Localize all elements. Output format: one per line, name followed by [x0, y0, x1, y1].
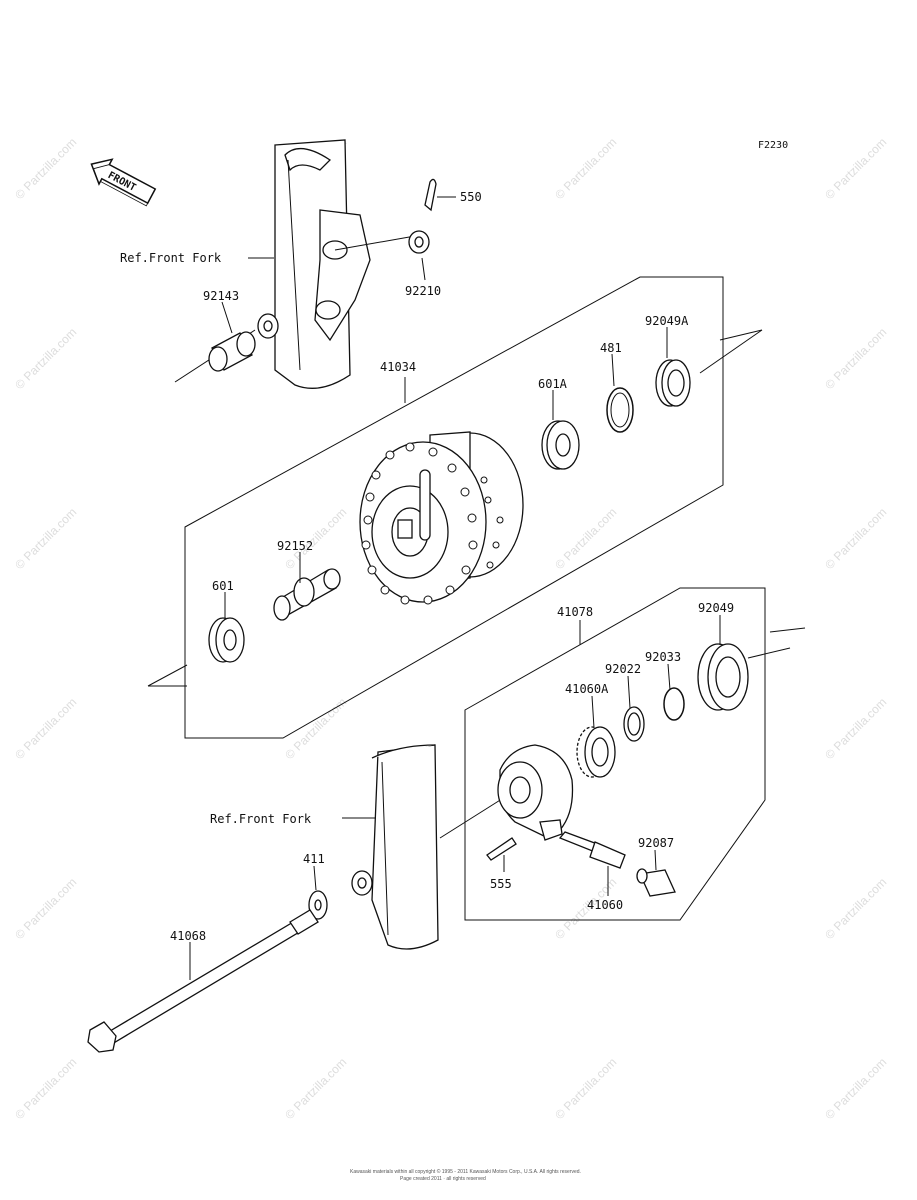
bushing-92087 — [636, 868, 676, 897]
collar-92152 — [273, 568, 341, 621]
watermark: © Partzilla.com — [822, 505, 889, 572]
watermark: © Partzilla.com — [822, 1055, 889, 1122]
watermark: © Partzilla.com — [822, 695, 889, 762]
watermark: © Partzilla.com — [12, 505, 79, 572]
callout-ref-front-fork-top: Ref.Front Fork — [120, 251, 222, 265]
axle-41068 — [87, 909, 319, 1053]
callout-41060A: 41060A — [565, 682, 609, 696]
callout-92022: 92022 — [605, 662, 641, 676]
callout-555: 555 — [490, 877, 512, 891]
callout-ref-front-fork-bottom: Ref.Front Fork — [210, 812, 312, 826]
copyright-line-2: Page created 2011 · all rights reserved — [400, 1176, 486, 1182]
circlip-92033 — [663, 687, 685, 721]
meter-group-outline — [464, 587, 766, 921]
front-fork-lower — [351, 744, 439, 950]
copyright-line: Kawasaki materials within all copyright … — [350, 1168, 581, 1175]
callout-601A: 601A — [538, 377, 568, 391]
callout-41078: 41078 — [557, 605, 593, 619]
hub-group-outline — [184, 276, 724, 739]
washer-411 — [308, 890, 328, 920]
watermark: © Partzilla.com — [552, 505, 619, 572]
callout-481: 481 — [600, 341, 622, 355]
bearing-601A — [541, 420, 580, 470]
cotter-pin-550 — [424, 178, 437, 212]
watermark: © Partzilla.com — [12, 695, 79, 762]
callout-92087: 92087 — [638, 836, 674, 850]
pin-555 — [486, 837, 517, 861]
watermark: © Partzilla.com — [552, 135, 619, 202]
callout-92049: 92049 — [698, 601, 734, 615]
wheel-hub-41034 — [359, 431, 524, 605]
callout-41034: 41034 — [380, 360, 416, 374]
diagram-code: F2230 — [758, 140, 788, 151]
washer-92022 — [623, 706, 645, 742]
nut-92210 — [408, 230, 430, 254]
watermark: © Partzilla.com — [12, 135, 79, 202]
watermark: © Partzilla.com — [552, 1055, 619, 1122]
pinion-41060 — [558, 831, 626, 869]
callout-92143: 92143 — [203, 289, 239, 303]
watermark: © Partzilla.com — [12, 325, 79, 392]
callout-92210: 92210 — [405, 284, 441, 298]
callout-41060: 41060 — [587, 898, 623, 912]
circlip-481 — [606, 387, 634, 433]
watermark-layer: © Partzilla.com © Partzilla.com © Partzi… — [12, 135, 889, 1122]
callout-92033: 92033 — [645, 650, 681, 664]
front-fork-upper — [257, 139, 371, 389]
callout-92152: 92152 — [277, 539, 313, 553]
watermark: © Partzilla.com — [12, 1055, 79, 1122]
callout-41068: 41068 — [170, 929, 206, 943]
watermark: © Partzilla.com — [822, 875, 889, 942]
watermark: © Partzilla.com — [822, 135, 889, 202]
seal-92049 — [697, 643, 749, 711]
bearing-601 — [208, 617, 245, 663]
collar-92143 — [208, 331, 256, 372]
callout-411: 411 — [303, 852, 325, 866]
front-arrow-icon: FRONT — [90, 158, 157, 207]
watermark: © Partzilla.com — [822, 325, 889, 392]
watermark: © Partzilla.com — [282, 1055, 349, 1122]
callout-550: 550 — [460, 190, 482, 204]
gear-41060A — [576, 726, 616, 778]
callout-601: 601 — [212, 579, 234, 593]
watermark: © Partzilla.com — [12, 875, 79, 942]
callout-92049A: 92049A — [645, 314, 689, 328]
seal-92049A — [655, 359, 691, 407]
meter-gear-housing — [497, 744, 574, 841]
